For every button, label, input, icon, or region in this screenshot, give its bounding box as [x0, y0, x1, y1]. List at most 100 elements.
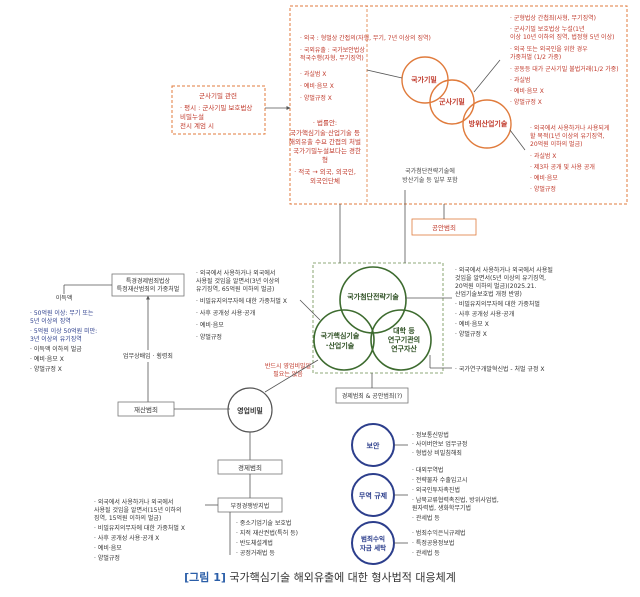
trade-regulation-list: · 대외무역법 · 전략물자 수출입고시 · 외국인투자촉진법 · 남북교류협력… [412, 466, 499, 522]
economic-box-line: 특정재산범죄의 가중처벌 [117, 285, 180, 293]
list-item: · 외국인투자촉진법 [412, 486, 460, 494]
connector [299, 299, 321, 321]
money-laundering-title: 범죄수익 [361, 534, 385, 543]
list-item: · 지적 재산권법(특허 등) [236, 529, 298, 537]
bridge-note: 반드시 영업비밀일 필요는 없음 [265, 362, 311, 378]
top-left-item: · 과실범 X [300, 70, 326, 78]
military-box-line: · 평시 : 군사기밀 보호법상 [180, 103, 252, 112]
list-item: · 양벌규정 X [510, 98, 542, 106]
unfair-competition-label: 부정경쟁방지법 [231, 502, 270, 510]
profit-list: · 50억원 이상: 무기 또는 5년 이상의 징역 · 5억원 이상 50억원… [30, 309, 97, 373]
top-left-item: · 외국 : 형벌상 간접의(자형, 무기, 7년 이상의 징역) [300, 34, 431, 42]
research-act-note: · 국가연구개발혁신법 - 처벌 규정 X [455, 365, 544, 373]
trade-regulation-title: 무역 규제 [359, 491, 387, 500]
security-list: · 정보통신망법 · 사이버안보 업무규정 · 형법상 비밀침해죄 [412, 431, 467, 457]
list-item: · 공정거래법 등 [236, 549, 275, 557]
bill-note-line: 외국인단체 [310, 176, 340, 185]
list-item: · 제3자 공개 및 사용 공개 [530, 163, 595, 171]
trade-secret-label: 영업비밀 [237, 406, 263, 415]
list-item: · 사후 공개성 사용·공개 [455, 310, 514, 318]
list-item: · 비밀유지의무자에 대한 가중처벌 X [196, 297, 287, 305]
list-item: 산업기술보호법 개정 반영) [455, 290, 522, 298]
research-asset-label: 연구기관의 [388, 335, 420, 344]
connector [366, 69, 403, 79]
list-item: 원자력법, 생화학무기법 [412, 504, 471, 512]
military-secret-text: 군사기밀 관련 · 평시 : 군사기밀 보호법상 비밀누설 전시 계엄 시 [180, 91, 252, 130]
list-item: · 반도체설계법 [236, 539, 273, 547]
money-laundering-list: · 범죄수익은닉규제법 · 특정공용정보법 · 관세법 등 [412, 529, 466, 557]
list-item: · 예비·음모 [196, 321, 224, 329]
military-box-line: 전시 계엄 시 [180, 121, 214, 130]
figure-caption: [그림 1] 국가핵심기술 해외유출에 대한 형사법적 대응체계 [0, 569, 640, 585]
top-right-list-b: · 외국에서 사용하거나 사용되게 할 목적(1년 이상의 유기징역, 20억원… [530, 124, 609, 193]
list-item: 20억원 이하의 벌금)(2025.21. [455, 282, 537, 290]
top-left-item: · 예비·음모 X [300, 82, 334, 90]
research-asset-label: 연구자산 [391, 344, 417, 353]
connector [509, 129, 526, 151]
list-item: 사용될 것임을 알면서(3년 이상의 [196, 277, 280, 285]
figure-tag: [그림 1] [184, 571, 226, 584]
economic-security-label: 경제범죄 & 공안범죄(?) [342, 392, 403, 400]
list-item: · 형법상 비밀침해죄 [412, 449, 462, 457]
military-secret-label: 군사기밀 [439, 97, 465, 106]
list-item: · 공동등 대가 군사기밀 불법거래(1/2 가중) [510, 65, 619, 73]
list-item: · 군사기밀 보호법상 누설(1년 [510, 25, 585, 33]
list-item: 가중처벌 (1/2 가중) [510, 53, 561, 61]
profit-label: 이득액 [56, 294, 73, 302]
economic-crime-label: 경제범죄 [238, 463, 262, 472]
list-item: · 사이버안보 업무규정 [412, 440, 467, 448]
military-box-title: 군사기밀 관련 [199, 91, 237, 100]
top-left-item: 적국수행(자형, 무기징역) [300, 54, 364, 62]
military-secret-box [171, 85, 266, 135]
list-item: · 외국에서 사용하거나 외국에서 사용될 [455, 266, 553, 274]
list-item: 5년 이상의 징역 [30, 317, 71, 325]
national-tech-note: 국가첨단전략기술에 방산기술 등 일부 포함 [402, 167, 458, 184]
figure-caption-text: 국가핵심기술 해외유출에 대한 형사법적 대응체계 [225, 571, 456, 584]
top-left-item: · 양벌규정 X [300, 94, 332, 102]
public-security-label: 공안범죄 [432, 223, 456, 232]
list-item: · 범죄수익은닉규제법 [412, 529, 466, 537]
bill-note-line: 형 [322, 156, 328, 164]
list-item: · 예비·음모 [94, 544, 122, 552]
connector [473, 59, 501, 93]
list-item: · 외국에서 사용하거나 외국에서 [196, 269, 275, 277]
list-item: · 외국에서 사용하거나 사용되게 [530, 124, 609, 132]
center-right-list: · 외국에서 사용하거나 외국에서 사용될 것임을 알면서(5년 이상의 유기징… [455, 266, 553, 338]
list-item: · 예비·음모 [530, 174, 558, 182]
list-item: · 50억원 이상: 무기 또는 [30, 309, 94, 317]
list-item: · 예비·음모 X [30, 355, 64, 363]
list-item: · 비밀유지의무자에 대한 가중처벌 [455, 300, 540, 308]
list-item: · 양벌규정 [94, 554, 120, 562]
list-item: 사용될 것임을 알면서(15년 이하의 [94, 506, 181, 514]
list-item: · 외국 또는 외국인을 위한 경우 [510, 45, 588, 53]
core-tech-label: 국가핵심기술 [321, 331, 360, 340]
list-item: · 특정공용정보법 [412, 539, 454, 547]
bill-note-line: 해외유출 수요 간접의 처벌 [289, 137, 361, 146]
list-item: · 남북교류협력촉진법, 방위사업법, [412, 496, 499, 504]
security-title: 보안 [367, 441, 380, 450]
note-line: 국가첨단전략기술에 [405, 167, 455, 175]
list-item: · 대외무역법 [412, 466, 443, 474]
bill-note-line: · 국가기밀누설보다는 경한 [289, 146, 361, 155]
note-line: 방산기술 등 일부 포함 [402, 176, 458, 184]
list-item: · 외국에서 사용하거나 외국에서 [94, 498, 173, 506]
list-item: 것임을 알면서(5년 이상의 유기징역, [455, 274, 546, 282]
list-item: · 양벌규정 [530, 185, 556, 193]
bill-note: · 법률안: 국가핵심기술·산업기술 등 해외유출 수요 간접의 처벌 · 국가… [289, 118, 361, 185]
list-item: 유기징역, 65억원 이하의 벌금) [196, 285, 274, 293]
left-column-border [289, 5, 368, 205]
bill-note-line: · 법률안: [313, 118, 337, 127]
list-item: · 군형법상 간첩죄(사형, 무기징역) [510, 14, 596, 22]
list-item: · 사후 공개성 사용·공개 [196, 309, 255, 317]
property-crime-label: 재산범죄 [134, 405, 158, 414]
top-left-list: · 외국 : 형벌상 간접의(자형, 무기, 7년 이상의 징역) · 국외유출… [300, 34, 431, 102]
defense-tech-circle [462, 99, 512, 149]
list-item: · 양벌규정 X [30, 365, 62, 373]
top-right-list-a: · 군형법상 간첩죄(사형, 무기징역) · 군사기밀 보호법상 누설(1년 이… [510, 14, 619, 106]
national-secret-label: 국가기밀 [411, 75, 437, 84]
list-item: 20억원 이하의 벌금) [530, 140, 582, 148]
list-item: · 관세법 등 [412, 549, 440, 557]
list-item: · 정보통신망법 [412, 431, 449, 439]
money-laundering-title: 자금 세탁 [360, 543, 386, 552]
list-item: 징역, 15억원 이하의 벌금) [94, 514, 161, 522]
